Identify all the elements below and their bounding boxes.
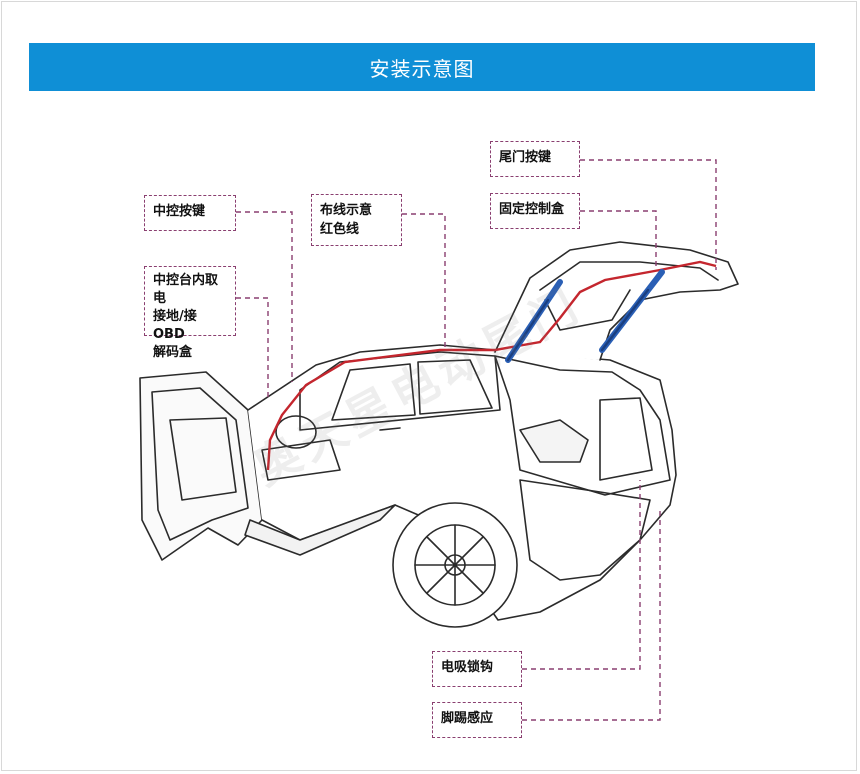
leader-control-box	[580, 210, 657, 268]
label-control-box: 固定控制盒	[490, 193, 580, 229]
page-title: 安装示意图	[29, 43, 815, 91]
leader-wiring	[402, 213, 446, 350]
leader-kick-sensor	[522, 510, 661, 721]
leader-tail-button	[580, 159, 717, 270]
label-obd: 中控台内取电 接地/接OBD 解码盒	[144, 266, 236, 360]
label-center-button: 中控按键	[144, 195, 236, 231]
leader-obd	[236, 297, 269, 400]
open-door	[139, 371, 263, 561]
leader-latch	[522, 480, 641, 670]
label-tail-button: 尾门按键	[490, 141, 580, 177]
label-kick-sensor: 脚踢感应	[432, 702, 522, 738]
label-latch: 电吸锁钩	[432, 651, 522, 687]
label-wiring: 布线示意 红色线	[311, 194, 402, 246]
leader-center-button	[236, 211, 293, 382]
